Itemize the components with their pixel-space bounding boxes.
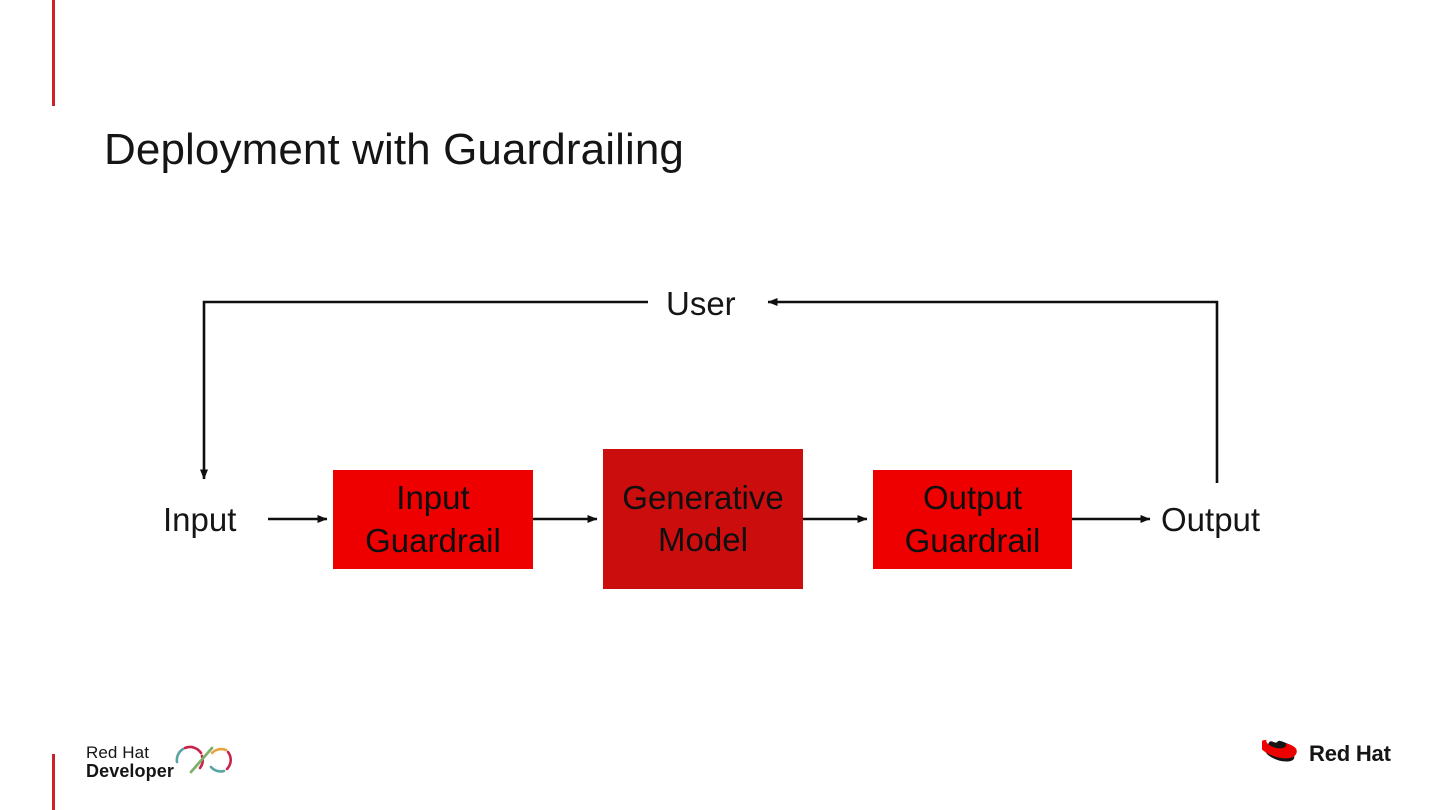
node-generative-model-line1: Generative: [622, 478, 784, 516]
red-hat-developer-logo: Red Hat Developer: [86, 740, 236, 785]
red-hat-fedora-icon: [1259, 738, 1300, 770]
node-input-guardrail-line2: Guardrail: [365, 521, 501, 559]
node-output-guardrail[interactable]: Output Guardrail: [873, 470, 1072, 569]
node-output-guardrail-line2: Guardrail: [904, 521, 1041, 559]
page-title: Deployment with Guardrailing: [104, 125, 684, 174]
node-generative-model-line2: Model: [658, 521, 748, 558]
red-hat-developer-line1: Red Hat: [86, 743, 150, 763]
red-hat-wordmark: Red Hat: [1309, 741, 1391, 766]
red-hat-logo: Red Hat: [1259, 738, 1391, 770]
node-input-guardrail[interactable]: Input Guardrail: [333, 470, 533, 569]
flow-label-input: Input: [163, 501, 237, 538]
flow-label-user: User: [666, 285, 736, 322]
node-output-guardrail-line1: Output: [922, 479, 1023, 517]
node-input-guardrail-line1: Input: [396, 479, 470, 517]
accent-bar-bottom: [52, 754, 55, 810]
red-hat-developer-mark-icon: [170, 740, 236, 785]
edge-user-to-input: [200, 300, 648, 480]
flow-label-output: Output: [1161, 501, 1261, 538]
accent-bar-top: [52, 0, 55, 106]
node-generative-model[interactable]: Generative Model: [603, 449, 803, 589]
edge-output-to-user: [767, 298, 1219, 483]
red-hat-developer-wordmark: Red Hat Developer: [86, 744, 174, 781]
red-hat-developer-line2: Developer: [86, 760, 174, 781]
